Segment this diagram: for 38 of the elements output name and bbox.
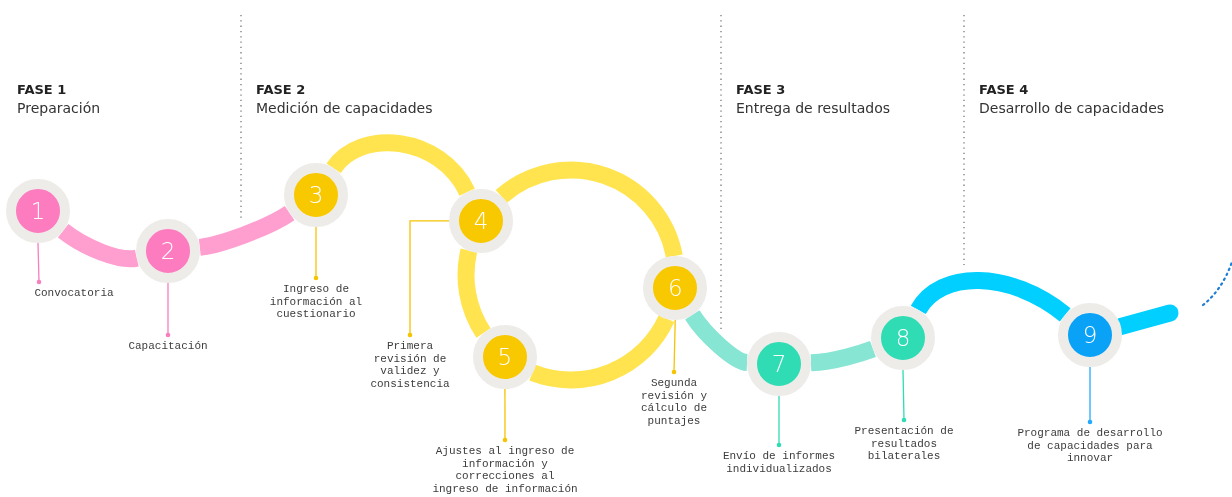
step-circle: 3 [284, 163, 348, 227]
phase-heading: FASE 4 [979, 82, 1029, 97]
step-circle: 9 [1058, 303, 1122, 367]
leader-line [1087, 366, 1093, 425]
leader-line [36, 242, 42, 285]
step-circle: 6 [643, 255, 708, 320]
phase-title: Desarrollo de capacidades [979, 100, 1165, 116]
phase-heading: FASE 2 [256, 82, 306, 97]
step-description: Primera revisión de validez y consistencia [365, 335, 455, 390]
phase-title: Medición de capacidades [256, 100, 433, 116]
step-description: Segunda revisión y cálculo de puntajes [634, 372, 714, 427]
path-band [810, 341, 876, 372]
phase-title: Preparación [17, 100, 101, 116]
leader-line [901, 369, 907, 423]
phase-heading: FASE 3 [736, 82, 786, 97]
path-band [198, 205, 295, 256]
step-circle: 5 [472, 324, 537, 389]
phase-title: Entrega de resultados [736, 100, 891, 116]
step-description: Ingreso de información al cuestionario [261, 278, 371, 321]
leader-line [671, 319, 677, 375]
step-description: Convocatoria [29, 282, 119, 300]
step-description: Capacitación [118, 335, 218, 353]
leader-line [313, 226, 319, 281]
step-circle: 7 [747, 332, 811, 396]
step-circle: 2 [136, 219, 200, 283]
step-description: Envío de informes individualizados [719, 445, 839, 475]
leader-line [407, 220, 450, 338]
step-description: Ajustes al ingreso de información y correcciones al ingreso de información [430, 440, 580, 495]
step-description: Presentación de resultados bilaterales [854, 420, 954, 463]
step-description: Programa de desarrollo de capacidades para innovar [1010, 422, 1170, 465]
leader-line [776, 395, 782, 448]
path-band [58, 223, 138, 268]
phase-heading: FASE 1 [17, 82, 67, 97]
step-circle: 8 [871, 306, 935, 370]
step-circle: 1 [6, 179, 70, 243]
leader-line [165, 282, 171, 338]
step-circle: 4 [449, 188, 513, 253]
leader-line [502, 387, 508, 443]
